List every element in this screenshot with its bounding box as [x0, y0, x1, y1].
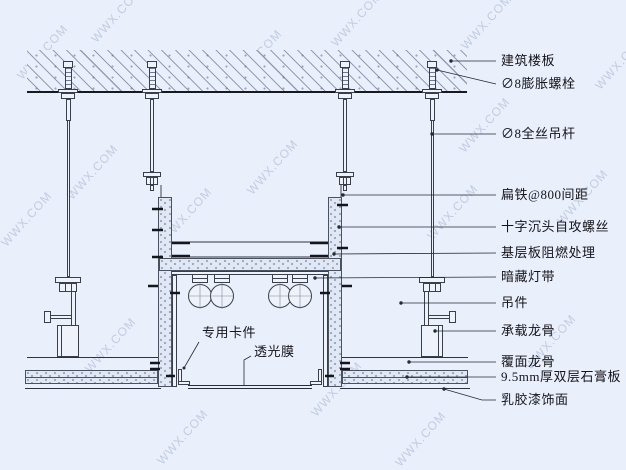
watermark: WWX.COM	[328, 0, 385, 50]
hanger-bolt	[428, 315, 450, 319]
edge-clip-right-foot	[310, 381, 322, 385]
lamp-bulb	[188, 284, 212, 308]
turnbuckle-plate	[55, 277, 81, 283]
base-panel	[159, 258, 341, 271]
bracket-nut	[339, 177, 351, 185]
gypsum-layer-divider	[25, 376, 158, 378]
lamp-bulb	[210, 284, 234, 308]
anchor-nut	[425, 93, 439, 99]
cove-side-panel-right	[328, 197, 342, 387]
turnbuckle-nut	[423, 283, 441, 292]
label-flat-iron: 扁铁@800间距	[501, 187, 589, 202]
bolt-tail	[150, 185, 154, 191]
watermark: WWX.COM	[0, 188, 55, 250]
hanger-bolt-head	[449, 311, 456, 323]
cove-liner-right	[323, 275, 328, 387]
carrier-channel	[421, 325, 443, 357]
hanger-rod	[343, 99, 347, 172]
label-base-board: 基层板阻燃处理	[501, 245, 596, 260]
label-building-slab: 建筑楼板	[501, 53, 556, 68]
bolt-tail	[343, 185, 347, 191]
anchor-washer	[422, 89, 442, 93]
hanger-rod	[429, 99, 435, 121]
cove-liner-left	[172, 275, 177, 387]
bracket-nut	[146, 177, 158, 185]
lamp-holder	[214, 274, 230, 283]
expansion-bolt-shaft	[428, 67, 436, 89]
lamp-holder	[292, 274, 308, 283]
turnbuckle-nut	[59, 283, 77, 292]
hanger-bolt-head	[44, 311, 51, 323]
hanger-rod	[65, 99, 71, 121]
label-gypsum-board: 9.5mm厚双层石膏板	[501, 369, 621, 384]
light-strip-rail	[172, 271, 328, 275]
anchor-nut	[61, 93, 75, 99]
watermark: WWX.COM	[592, 31, 626, 93]
gypsum-layer-divider	[342, 376, 468, 378]
flat-iron-bracket	[143, 172, 161, 177]
watermark: WWX.COM	[88, 0, 145, 46]
flat-iron-bracket	[336, 172, 354, 177]
label-cover-keel: 覆面龙骨	[501, 354, 556, 369]
expansion-bolt-shaft	[148, 67, 156, 89]
carrier-channel	[57, 325, 79, 357]
anchor-nut	[145, 93, 159, 99]
translucent-membrane	[188, 385, 312, 389]
label-expansion-bolt: ∅8膨胀螺栓	[501, 76, 576, 91]
watermark: WWX.COM	[456, 94, 513, 156]
hanger-rod	[66, 120, 70, 277]
label-special-clip: 专用卡件	[202, 325, 257, 340]
watermark: WWX.COM	[64, 141, 121, 203]
label-hanger: 吊件	[501, 295, 529, 310]
hanger-bolt	[50, 315, 72, 319]
cove-side-panel-left	[158, 197, 172, 387]
lamp-bulb	[288, 284, 312, 308]
hanger-rod	[150, 99, 154, 172]
anchor-nut	[338, 93, 352, 99]
label-self-tapping-screw: 十字沉头自攻螺丝	[501, 219, 610, 234]
hanger-rod	[430, 120, 434, 277]
expansion-bolt-shaft	[341, 67, 349, 89]
anchor-washer	[58, 89, 78, 93]
label-latex-paint: 乳胶漆饰面	[501, 392, 569, 407]
label-concealed-light: 暗藏灯带	[501, 269, 556, 284]
lamp-holder	[272, 274, 288, 283]
lamp-holder	[192, 274, 208, 283]
concrete-slab	[27, 50, 467, 93]
watermark: WWX.COM	[392, 408, 449, 470]
anchor-washer	[142, 89, 162, 93]
watermark: WWX.COM	[458, 0, 515, 53]
expansion-bolt-shaft	[64, 67, 72, 89]
label-threaded-rod: ∅8全丝吊杆	[501, 126, 576, 141]
label-translucent-film: 透光膜	[254, 344, 295, 359]
watermark: WWX.COM	[244, 136, 301, 198]
edge-clip-left-foot	[178, 381, 190, 385]
label-load-keel: 承载龙骨	[501, 323, 556, 338]
watermark: WWX.COM	[154, 406, 211, 468]
anchor-washer	[335, 89, 355, 93]
watermark: WWX.COM	[82, 314, 139, 376]
